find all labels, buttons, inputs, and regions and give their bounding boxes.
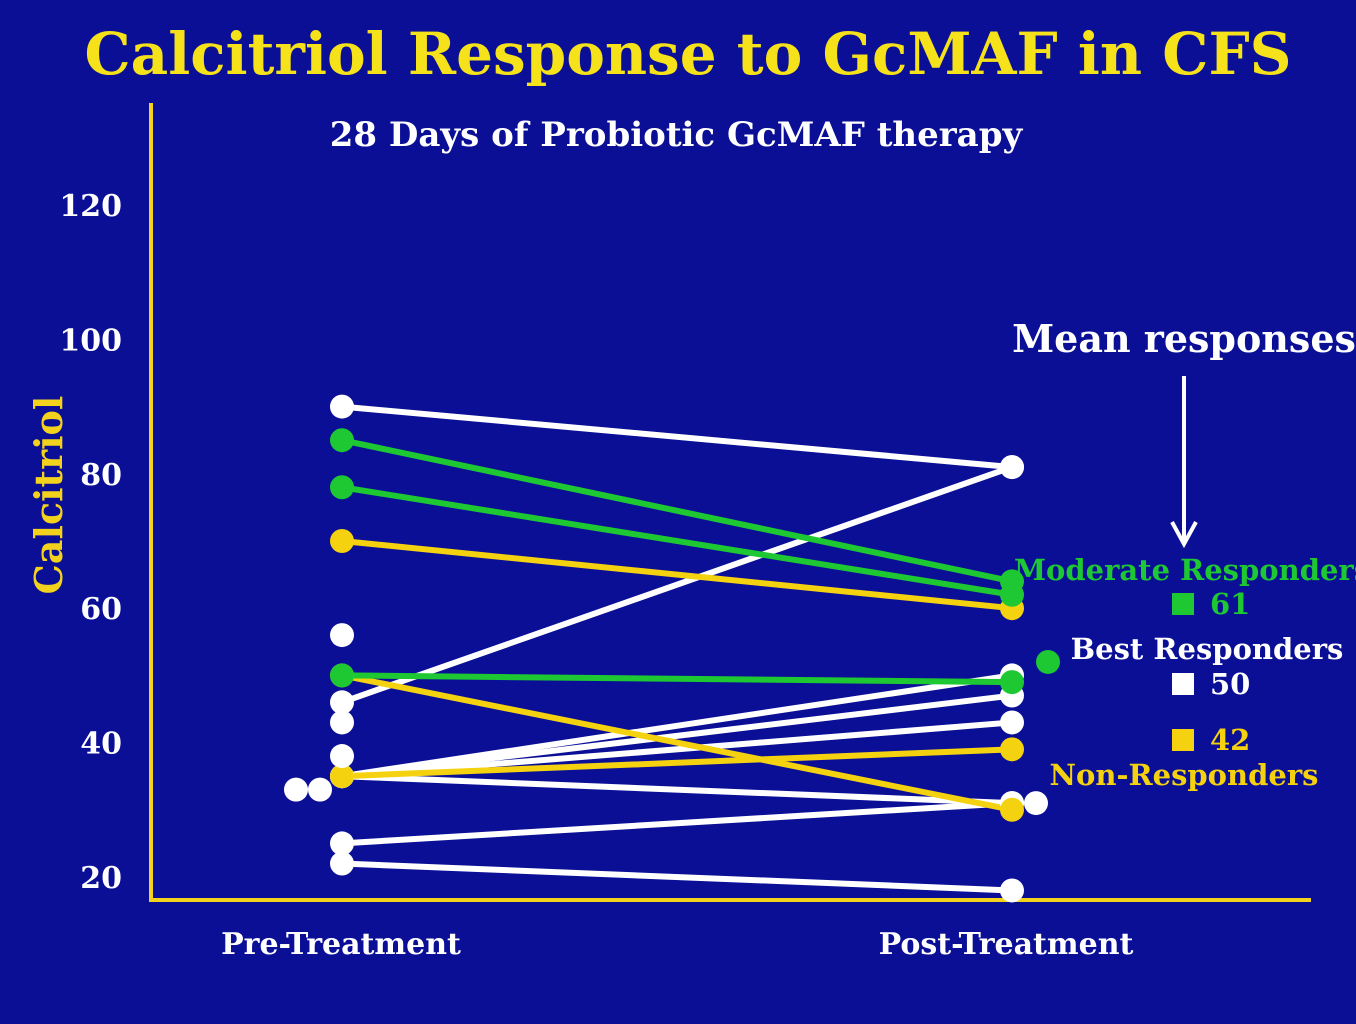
series-line-white — [339, 719, 1015, 780]
y-tick-label: 40 — [80, 727, 122, 762]
series-lines — [339, 403, 1015, 894]
legend-swatch-white — [1172, 673, 1194, 695]
data-point-white — [330, 623, 354, 648]
y-tick-label: 60 — [80, 592, 122, 627]
data-point-yellow — [1000, 737, 1024, 762]
series-line-green — [339, 484, 1015, 598]
data-point-white — [330, 831, 354, 856]
legend-swatch-yellow — [1172, 729, 1194, 751]
data-point-white — [284, 777, 308, 802]
data-point-yellow — [330, 764, 354, 789]
series-line-white — [339, 672, 1015, 780]
data-point-green — [1036, 649, 1060, 674]
series-line-yellow — [339, 672, 1015, 813]
series-line-yellow — [339, 538, 1015, 612]
legend-mean-non-responders: 42 — [1210, 723, 1250, 757]
series-line-white — [339, 464, 1015, 706]
series-line-white — [339, 773, 1015, 807]
y-tick-label: 80 — [80, 458, 122, 493]
legend-mean-moderate-responders: 61 — [1210, 587, 1250, 621]
series-line-white — [339, 692, 1015, 780]
series-line-white — [339, 860, 1015, 894]
legend-swatch-green — [1172, 593, 1194, 615]
y-tick-labels: 20 40 60 80 100 120 — [59, 189, 122, 896]
data-point-white — [1000, 710, 1024, 735]
x-tick-label: Post-Treatment — [879, 927, 1134, 962]
series-line-green — [339, 437, 1015, 585]
data-point-white — [308, 777, 332, 802]
data-point-green — [330, 663, 354, 688]
data-point-white — [1024, 791, 1048, 816]
data-point-green — [1000, 582, 1024, 607]
data-point-white — [1000, 455, 1024, 480]
data-point-yellow — [1000, 797, 1024, 822]
legend-label-best-responders: Best Responders — [1071, 632, 1344, 666]
y-tick-label: 20 — [80, 861, 122, 896]
series-points — [284, 394, 1060, 903]
series-line-white — [339, 403, 1015, 471]
data-point-green — [330, 475, 354, 500]
data-point-white — [330, 394, 354, 419]
data-point-white — [330, 851, 354, 876]
data-point-white — [330, 744, 354, 769]
legend-label-non-responders: Non-Responders — [1050, 758, 1319, 792]
mean-responses-annotation: Mean responses — [1012, 316, 1356, 361]
series-line-white — [339, 800, 1015, 847]
legend-mean-best-responders: 50 — [1210, 667, 1250, 701]
x-tick-label: Pre-Treatment — [221, 927, 461, 962]
data-point-white — [330, 690, 354, 715]
x-tick-labels: Pre-Treatment Post-Treatment — [221, 927, 1133, 962]
data-point-green — [1000, 670, 1024, 695]
chart-subtitle: 28 Days of Probiotic GcMAF therapy — [330, 115, 1024, 155]
data-point-white — [330, 710, 354, 735]
y-tick-label: 100 — [59, 323, 122, 358]
y-tick-label: 120 — [59, 189, 122, 224]
y-axis-label: Calcitriol — [26, 396, 71, 595]
data-point-green — [330, 428, 354, 453]
legend: Moderate Responders 61 Best Responders 5… — [1014, 553, 1356, 792]
series-line-yellow — [339, 746, 1015, 780]
series-line-green — [339, 672, 1015, 686]
data-point-yellow — [330, 529, 354, 553]
legend-label-moderate-responders: Moderate Responders — [1014, 553, 1356, 587]
data-point-white — [1000, 878, 1024, 903]
arrow-down-icon — [1170, 521, 1198, 549]
chart-title: Calcitriol Response to GcMAF in CFS — [84, 20, 1291, 88]
